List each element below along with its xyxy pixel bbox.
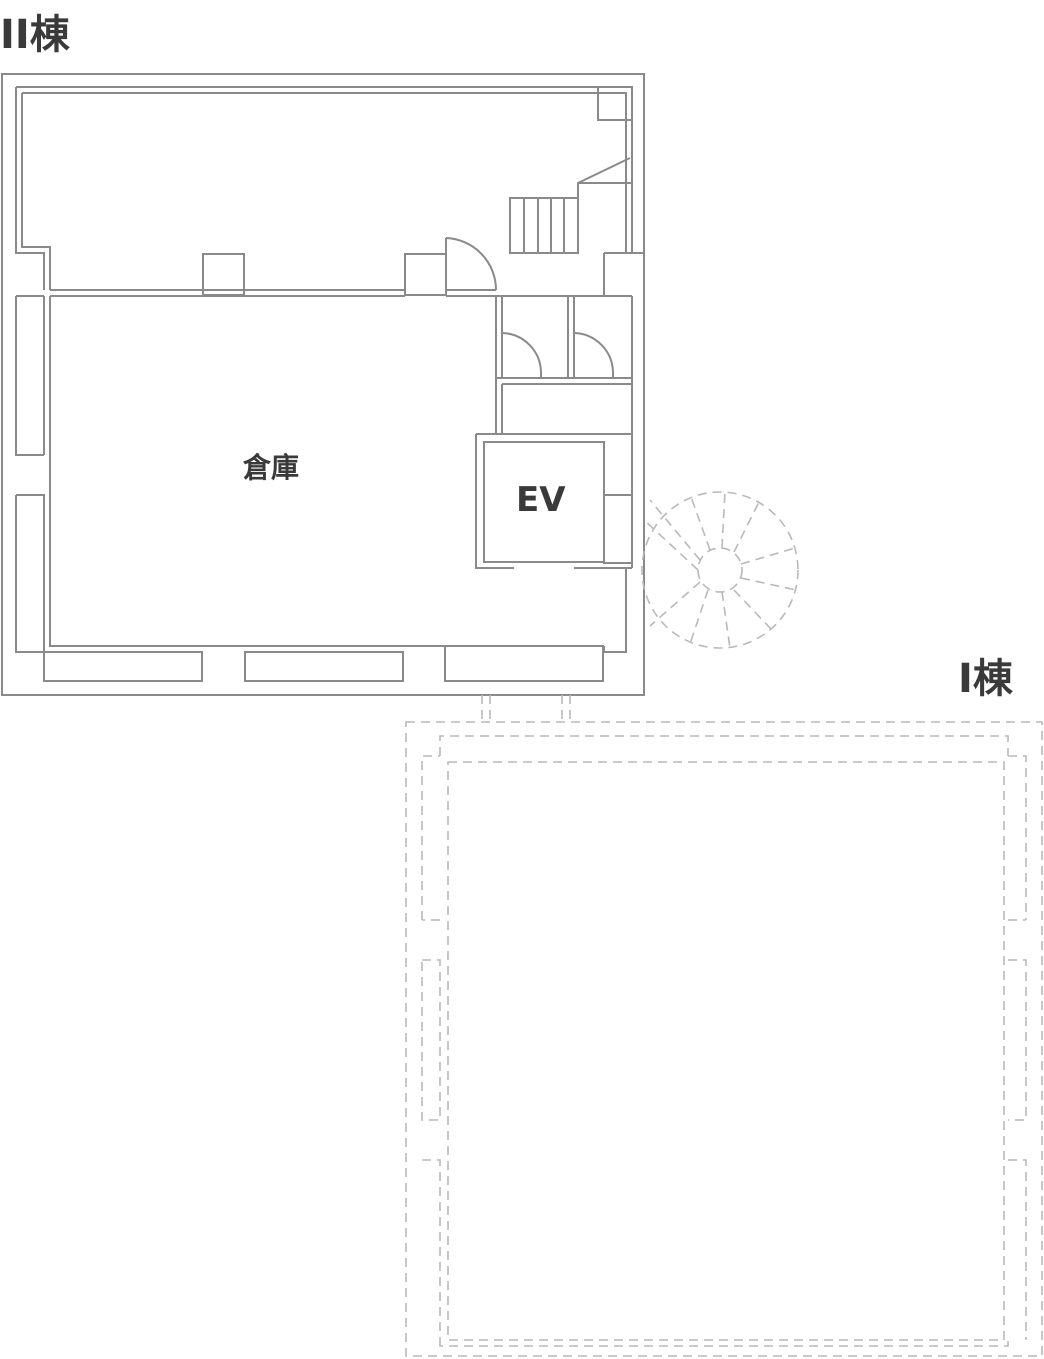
corner-column xyxy=(597,86,633,121)
building-1-outer-wall xyxy=(405,721,1043,1357)
upper-left-inner-wall xyxy=(21,93,51,290)
building-1-inner-room xyxy=(447,761,1005,1341)
building-2-walls xyxy=(1,73,799,722)
elevator-label: EV xyxy=(516,480,566,520)
upper-hall-inner-wall xyxy=(22,92,627,253)
toilet-block xyxy=(495,296,632,434)
elevator-shaft xyxy=(475,433,633,569)
connector xyxy=(481,695,571,722)
upper-hall-wall xyxy=(16,86,633,253)
building-2-outer-wall xyxy=(1,73,645,696)
window-sill xyxy=(43,651,203,682)
right-column xyxy=(603,494,633,564)
storage-room-wall xyxy=(49,296,604,647)
door-swing xyxy=(445,237,497,291)
spiral-staircase xyxy=(641,491,799,649)
staircase xyxy=(509,157,632,254)
storage-left-column xyxy=(15,494,45,653)
storage-left-wall xyxy=(15,296,44,456)
window-sill xyxy=(244,651,404,682)
building-2-label: II棟 xyxy=(0,12,70,58)
column xyxy=(404,253,447,296)
storage-room-label: 倉庫 xyxy=(243,451,300,484)
building-1-walls xyxy=(405,721,1043,1357)
upper-left-wall xyxy=(15,87,45,290)
column xyxy=(202,253,245,296)
building-1-label: I棟 xyxy=(958,656,1013,702)
window-sill xyxy=(444,645,604,682)
